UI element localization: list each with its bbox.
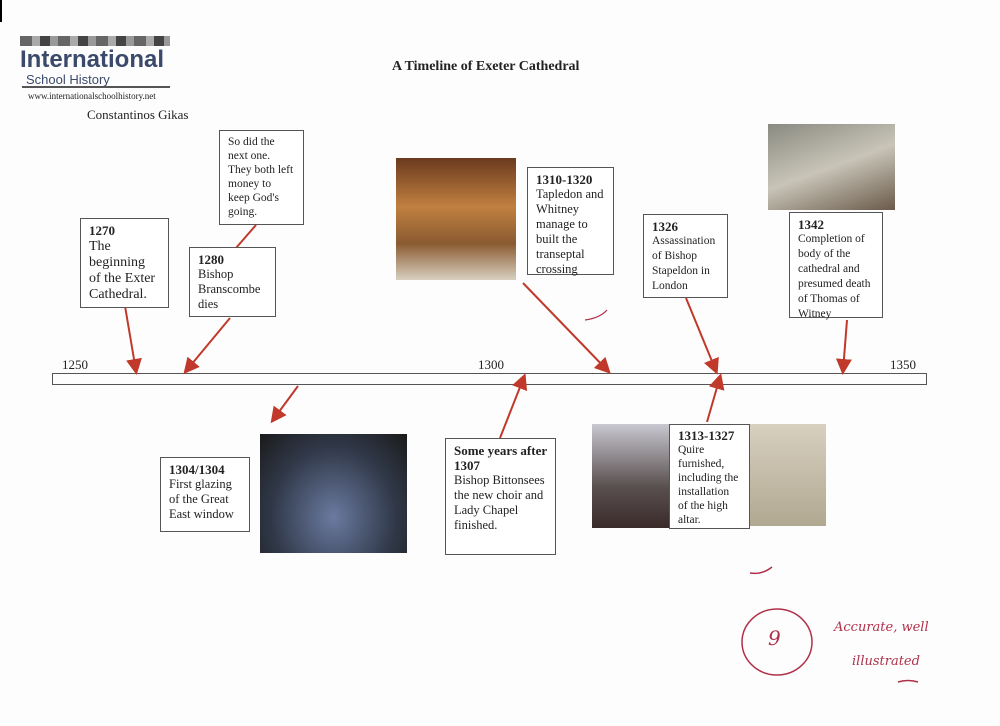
cathedral-aerial-photo xyxy=(768,124,895,210)
arrow-1304 xyxy=(270,385,299,424)
logo-eye-strip xyxy=(20,36,170,46)
cathedral-interior-photo xyxy=(396,158,516,280)
teacher-comment-2: illustrated xyxy=(852,654,920,669)
axis-label-1250: 1250 xyxy=(62,357,88,372)
arrow-1310 xyxy=(522,282,611,374)
tick-mark xyxy=(749,566,773,575)
logo-url: www.internationalschoolhistory.net xyxy=(28,91,156,101)
arrow-1270 xyxy=(124,305,142,375)
timeline-bar xyxy=(52,373,927,385)
quire-engraving xyxy=(750,424,826,526)
connector-line xyxy=(235,224,257,249)
underline xyxy=(897,679,919,683)
arrow-1280 xyxy=(183,317,231,375)
tick-mark xyxy=(584,309,608,321)
author: Constantinos Gikas xyxy=(87,107,189,122)
logo-line1: International xyxy=(20,46,165,73)
teacher-comment-1: Accurate, well xyxy=(834,620,929,635)
great-east-window-photo xyxy=(260,434,407,553)
grade: 9 xyxy=(768,626,781,650)
page-title: A Timeline of Exeter Cathedral xyxy=(392,59,580,74)
logo-rule xyxy=(22,86,170,88)
arrow-1307 xyxy=(499,373,528,439)
grade-circle xyxy=(741,608,813,676)
arrow-1342 xyxy=(835,319,852,375)
arrow-1313 xyxy=(706,373,725,423)
axis-label-1350: 1350 xyxy=(890,357,916,372)
quire-photo xyxy=(592,424,669,528)
event-note: So did the next one. They both left mone… xyxy=(219,130,304,225)
scan-mark xyxy=(0,0,2,22)
logo-line2: School History xyxy=(26,72,110,87)
axis-label-1300: 1300 xyxy=(478,357,504,372)
arrow-1326 xyxy=(685,297,719,375)
